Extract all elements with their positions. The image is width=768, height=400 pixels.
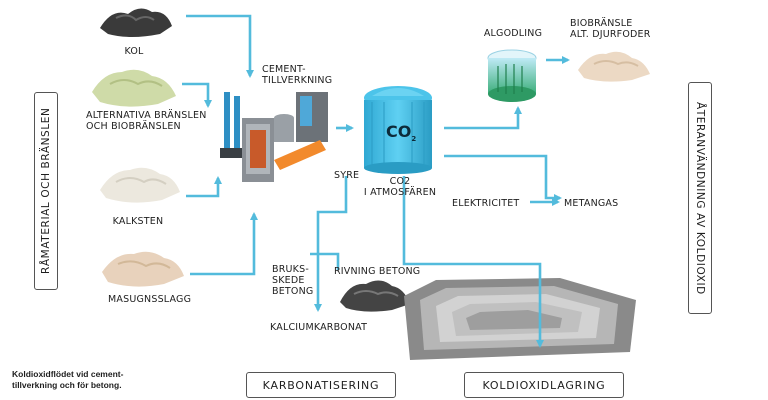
section-raw-materials: RÅMATERIAL OCH BRÄNSLEN [34,92,58,290]
figure-caption: Koldioxidflödet vid cement- tillverkning… [12,369,124,390]
co2-silo [364,86,432,174]
limestone-pile [100,167,180,203]
label-cement-production: CEMENT- TILLVERKNING [262,64,333,86]
label-biobransle: BIOBRÄNSLE ALT. DJURFODER [570,18,651,40]
label-syre: SYRE [334,170,360,181]
storage-pit [404,278,636,360]
label-rivning-betong: RIVNING BETONG [334,266,421,277]
section-carbonation: KARBONATISERING [246,372,396,398]
section-co2-storage: KOLDIOXIDLAGRING [464,372,624,398]
label-masugnsslagg: MASUGNSSLAGG [108,294,192,305]
slag-pile [102,251,184,287]
cement-plant [220,92,328,182]
crushed-concrete-pile [340,280,410,312]
label-alternative-fuels: ALTERNATIVA BRÄNSLEN OCH BIOBRÄNSLEN [86,110,207,132]
algae-tank [487,49,537,102]
silo-co2-label: CO2 [386,122,417,144]
label-algodling: ALGODLING [483,28,543,39]
label-co2-atmosphere: CO2 I ATMOSFÄREN [363,176,437,198]
coal-pile [100,8,172,37]
label-kalciumkarbonat: KALCIUMKARBONAT [270,322,368,333]
label-elektricitet: ELEKTRICITET [452,198,520,209]
label-kalksten: KALKSTEN [112,216,164,227]
label-kol: KOL [124,46,144,57]
label-metangas: METANGAS [564,198,619,209]
biofuel-output-pile [578,51,650,82]
biofuel-pile [92,69,176,107]
section-co2-reuse: ÅTERANVÄNDNING AV KOLDIOXID [688,82,712,314]
label-bruksskede-betong: BRUKS- SKEDE BETONG [272,264,314,297]
flow-arrows [182,14,570,348]
